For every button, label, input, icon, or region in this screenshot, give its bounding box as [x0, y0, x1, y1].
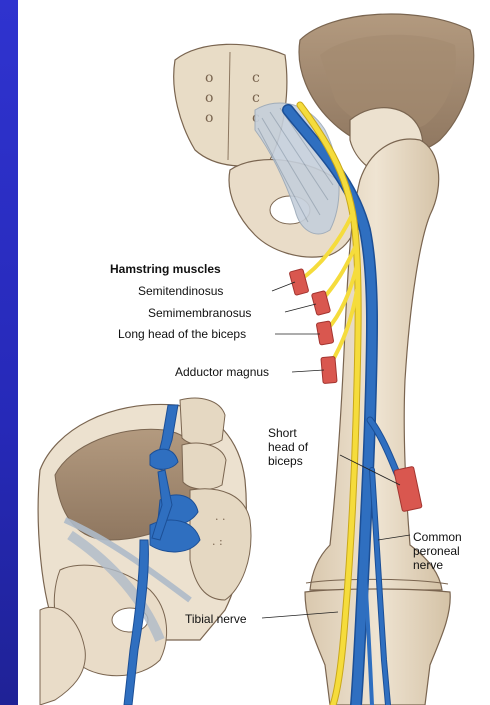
hamstring-muscles-title: Hamstring muscles	[110, 262, 221, 276]
svg-text:. :: . :	[212, 535, 223, 548]
common-peroneal-line-2: peroneal	[413, 544, 478, 558]
svg-text:. .: . .	[215, 510, 226, 523]
svg-text:c: c	[252, 70, 260, 86]
short-head-line-3: biceps	[268, 454, 328, 468]
semitendinosus-label: Semitendinosus	[138, 284, 223, 298]
adductor-magnus-label: Adductor magnus	[175, 365, 269, 379]
semimembranosus-label: Semimembranosus	[148, 306, 251, 320]
common-peroneal-line-1: Common	[413, 530, 478, 544]
sciatic-nerve-illustration: o o o c c c	[18, 0, 490, 705]
svg-text:o: o	[205, 90, 213, 106]
long-head-biceps-label: Long head of the biceps	[118, 327, 246, 341]
svg-text:c: c	[252, 90, 260, 106]
tibial-nerve-label: Tibial nerve	[185, 612, 247, 626]
common-peroneal-line-3: nerve	[413, 558, 478, 572]
short-head-biceps-label: Short head of biceps	[268, 426, 328, 468]
svg-text:o: o	[205, 70, 213, 86]
anatomy-figure-panel: o o o c c c	[18, 0, 490, 705]
short-head-line-1: Short	[268, 426, 328, 440]
short-head-line-2: head of	[268, 440, 328, 454]
svg-text:o: o	[205, 110, 213, 126]
semitendinosus-marker	[289, 269, 309, 296]
common-peroneal-nerve-label: Common peroneal nerve	[413, 530, 478, 572]
